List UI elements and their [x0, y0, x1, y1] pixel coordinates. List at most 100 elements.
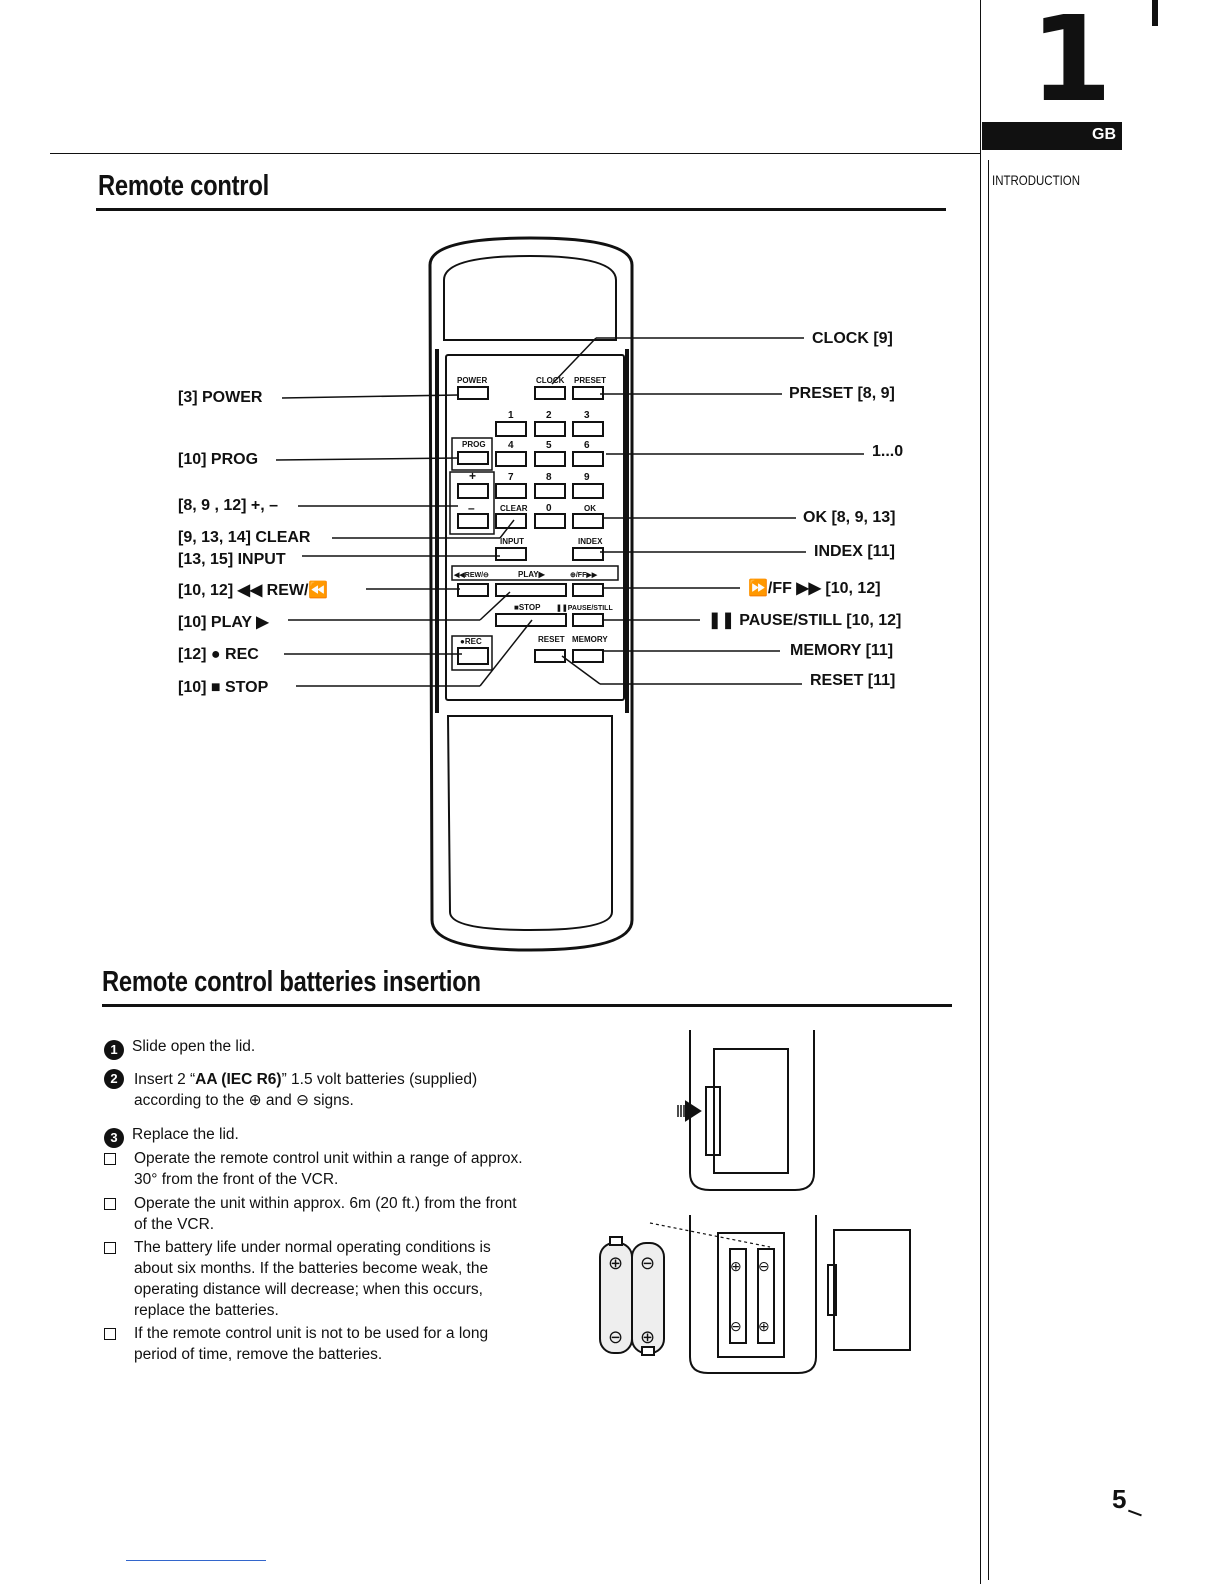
label-rew: [10, 12] ◀◀ REW/⏪ [178, 582, 329, 599]
chapter-tab [982, 122, 1122, 150]
dev-ok: OK [584, 504, 596, 513]
chapter-number: 1 [1030, 0, 1113, 128]
note-1: Operate the remote control unit within a… [104, 1148, 524, 1190]
key-prog [457, 451, 489, 465]
bottom-link-line [126, 1560, 266, 1561]
key-rew [457, 583, 489, 597]
step-2-number: 2 [104, 1069, 124, 1089]
corner-mark [1152, 0, 1158, 26]
label-digits: 1...0 [872, 443, 904, 460]
label-input: [13, 15] INPUT [178, 551, 286, 568]
key-plus [457, 483, 489, 499]
step-3-number: 3 [104, 1128, 124, 1148]
key-ok [572, 513, 604, 529]
key-reset [534, 649, 566, 663]
dev-reset: RESET [538, 635, 565, 644]
lid-slide-illustration [689, 1030, 815, 1191]
side-column-line [980, 0, 981, 1584]
device-key-labels: POWER CLOCK PRESET PROG + – CLEAR OK INP… [453, 376, 613, 646]
top-rule [50, 153, 980, 154]
step-2-text-after: ” 1.5 volt batteries (supplied) accordin… [134, 1071, 478, 1109]
label-pause: ❚❚ PAUSE/STILL [10, 12] [708, 612, 902, 629]
label-stop: [10] ■ STOP [178, 679, 269, 696]
minus-sign: ⊖ [730, 1318, 742, 1334]
note-4: If the remote control unit is not to be … [104, 1323, 524, 1365]
key-minus [457, 513, 489, 529]
key-play [495, 583, 567, 597]
key-clear [495, 513, 527, 529]
dev-clear: CLEAR [500, 504, 528, 513]
key-clock [534, 386, 566, 400]
polarity-signs: ⊕ ⊖ ⊖ ⊕ ⊕ ⊖ ⊖ ⊕ [608, 1253, 770, 1347]
dev-digit-4: 4 [508, 440, 514, 451]
note-1-text: Operate the remote control unit within a… [134, 1150, 523, 1188]
key-3 [572, 421, 604, 437]
remote-lid-outline [446, 715, 613, 932]
dev-digit-6: 6 [584, 440, 590, 451]
key-power [457, 386, 489, 400]
key-9 [572, 483, 604, 499]
key-memory [572, 649, 604, 663]
dev-play: PLAY▶ [518, 570, 546, 579]
note-bullet [104, 1153, 116, 1165]
key-5 [534, 451, 566, 467]
minus-sign: ⊖ [640, 1253, 655, 1273]
section-label: INTRODUCTION [992, 172, 1081, 188]
dev-plus: + [469, 469, 476, 483]
label-ok: OK [8, 9, 13] [803, 509, 896, 526]
battery-cells [599, 1236, 665, 1356]
dev-digit-0: 0 [546, 503, 552, 514]
dev-preset: PRESET [574, 376, 606, 385]
dev-rew: ◀◀REW/⊖ [453, 572, 489, 579]
batteries-heading: Remote control batteries insertion [102, 966, 481, 998]
dev-rec: ●REC [460, 637, 482, 646]
label-index: INDEX [11] [814, 543, 895, 560]
minus-sign: ⊖ [608, 1327, 623, 1347]
battery-compartment [689, 1215, 817, 1374]
label-clear: [9, 13, 14] CLEAR [178, 529, 311, 546]
note-bullet [104, 1198, 116, 1210]
step-2-battery-type: AA (IEC R6) [195, 1071, 282, 1088]
label-power: [3] POWER [178, 389, 263, 406]
dev-digit-1: 1 [508, 410, 514, 421]
lang-label: GB [1092, 126, 1116, 143]
key-7 [495, 483, 527, 499]
key-4 [495, 451, 527, 467]
note-2: Operate the unit within approx. 6m (20 f… [104, 1193, 524, 1235]
dev-digit-3: 3 [584, 410, 590, 421]
key-1 [495, 421, 527, 437]
label-plus-minus: [8, 9 , 12] +, – [178, 497, 279, 514]
dev-ff: ⊕/FF▶▶ [570, 572, 598, 579]
plus-sign: ⊕ [730, 1258, 742, 1274]
key-pause [572, 613, 604, 627]
remote-keys [457, 386, 604, 665]
note-4-text: If the remote control unit is not to be … [134, 1325, 489, 1363]
note-3: The battery life under normal operating … [104, 1237, 524, 1321]
dev-digit-7: 7 [508, 472, 514, 483]
note-2-text: Operate the unit within approx. 6m (20 f… [134, 1195, 517, 1233]
dev-digit-9: 9 [584, 472, 590, 483]
dev-power: POWER [457, 376, 487, 385]
remote-heading-rule [96, 208, 946, 211]
key-index [572, 547, 604, 561]
dev-clock: CLOCK [536, 376, 565, 385]
key-8 [534, 483, 566, 499]
label-preset: PRESET [8, 9] [789, 385, 895, 402]
key-2 [534, 421, 566, 437]
batteries-heading-rule [102, 1004, 952, 1007]
key-input [495, 547, 527, 561]
page-number-tick [1128, 1509, 1142, 1516]
label-play: [10] PLAY ▶ [178, 614, 269, 631]
slide-arrow-icon [685, 1100, 702, 1122]
note-3-text: The battery life under normal operating … [134, 1239, 491, 1319]
plus-sign: ⊕ [608, 1253, 623, 1273]
leader-lines [275, 337, 864, 687]
plus-sign: ⊕ [640, 1327, 655, 1347]
plus-sign: ⊕ [758, 1318, 770, 1334]
remote-diagram: POWER CLOCK PRESET PROG + – CLEAR OK INP… [275, 236, 864, 952]
dev-digit-5: 5 [546, 440, 552, 451]
label-memory: MEMORY [11] [790, 642, 894, 659]
key-preset [572, 386, 604, 400]
key-stop [495, 613, 567, 627]
